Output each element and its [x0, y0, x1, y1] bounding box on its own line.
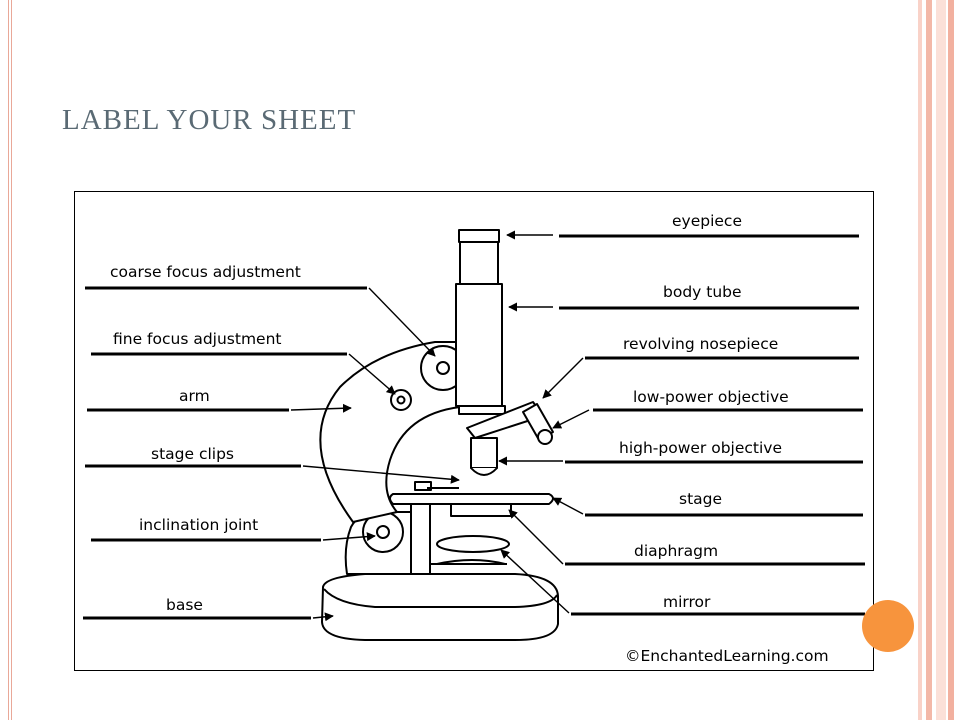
label-mirror: mirror — [663, 593, 711, 611]
slide-title: LABEL YOUR SHEET — [62, 104, 357, 136]
label-pointers — [290, 230, 590, 622]
label-inclination-joint: inclination joint — [139, 516, 259, 534]
label-low-power-objective: low-power objective — [633, 388, 789, 406]
label-fine-focus-adjustment: fine focus adjustment — [113, 330, 282, 348]
high-power-objective-shape — [470, 437, 498, 469]
label-arm: arm — [179, 387, 210, 405]
label-high-power-objective: high-power objective — [619, 439, 782, 457]
label-stage: stage — [679, 490, 723, 508]
mirror-shape — [436, 535, 510, 553]
label-diaphragm: diaphragm — [634, 542, 719, 560]
eyepiece-shape — [459, 239, 499, 285]
label-revolving-nosepiece: revolving nosepiece — [623, 335, 779, 353]
stage-clip-shape — [414, 481, 432, 491]
label-base: base — [166, 596, 203, 614]
microscope-illustration — [319, 229, 559, 641]
label-eyepiece: eyepiece — [672, 212, 742, 230]
microscope-drawing — [83, 229, 865, 641]
copyright-notice: ©EnchantedLearning.com — [625, 647, 829, 665]
label-lines — [83, 234, 865, 620]
label-coarse-focus-adjustment: coarse focus adjustment — [110, 263, 301, 281]
nosepiece-shape — [458, 405, 506, 415]
microscope-diagram: eyepiece body tube revolving nosepiece l… — [74, 191, 874, 671]
stage-shape — [389, 493, 554, 505]
orange-accent-circle — [862, 600, 914, 652]
arm-shape — [319, 341, 461, 523]
body-tube-shape — [455, 283, 503, 407]
label-body-tube: body tube — [663, 283, 742, 301]
left-border-decoration — [8, 0, 12, 720]
label-stage-clips: stage clips — [151, 445, 235, 463]
